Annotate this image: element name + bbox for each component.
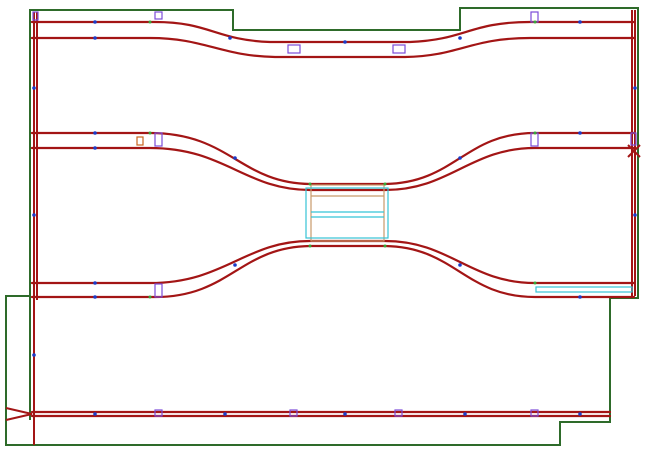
node bbox=[32, 86, 36, 90]
track-nodes bbox=[32, 20, 637, 416]
node bbox=[633, 213, 637, 217]
node bbox=[343, 412, 347, 416]
node bbox=[32, 213, 36, 217]
junction bbox=[383, 244, 387, 248]
turnout-marker-top-mid-1 bbox=[287, 44, 301, 54]
node bbox=[458, 263, 462, 267]
junction bbox=[308, 244, 312, 248]
bottom-marker-1 bbox=[154, 409, 163, 417]
junction bbox=[148, 20, 152, 24]
node bbox=[233, 263, 237, 267]
lower-track-upper bbox=[30, 239, 636, 285]
station-building bbox=[310, 184, 385, 242]
bottom-marker-3 bbox=[394, 409, 403, 417]
node bbox=[233, 156, 237, 160]
node bbox=[458, 36, 462, 40]
node bbox=[93, 281, 97, 285]
junction bbox=[383, 182, 387, 186]
lower-track-lower bbox=[30, 244, 636, 299]
node bbox=[93, 295, 97, 299]
middle-track-lower bbox=[30, 146, 636, 192]
turnout-marker-top-left bbox=[154, 11, 163, 20]
benchwork-boundary bbox=[5, 7, 639, 446]
node bbox=[32, 353, 36, 357]
node bbox=[458, 156, 462, 160]
node bbox=[228, 36, 232, 40]
junction-nodes bbox=[148, 20, 537, 299]
node bbox=[578, 131, 582, 135]
building-marker-small bbox=[136, 136, 144, 146]
bottom-marker-4 bbox=[530, 409, 539, 417]
node bbox=[223, 412, 227, 416]
turnout-marker-right-edge bbox=[630, 132, 637, 146]
junction bbox=[533, 281, 537, 285]
node bbox=[463, 412, 467, 416]
turnout-marker-mid-left bbox=[154, 132, 163, 147]
junction bbox=[533, 20, 537, 24]
node bbox=[93, 412, 97, 416]
junction bbox=[308, 182, 312, 186]
turnout-marker-tl-corner bbox=[32, 11, 39, 21]
node bbox=[343, 40, 347, 44]
junction bbox=[533, 131, 537, 135]
turnout-marker-low-left bbox=[154, 283, 163, 298]
junction bbox=[148, 131, 152, 135]
cross-marker bbox=[627, 144, 641, 158]
station-platform-outline bbox=[305, 187, 389, 239]
track-end-marker bbox=[5, 407, 33, 421]
node bbox=[578, 295, 582, 299]
turnout-marker-top-mid-2 bbox=[392, 44, 406, 54]
middle-track-upper bbox=[30, 131, 636, 186]
node bbox=[93, 20, 97, 24]
node bbox=[93, 36, 97, 40]
junction bbox=[148, 295, 152, 299]
node bbox=[578, 20, 582, 24]
node bbox=[578, 412, 582, 416]
node bbox=[93, 131, 97, 135]
node bbox=[633, 86, 637, 90]
top-track-upper bbox=[30, 20, 636, 44]
top-track-lower bbox=[30, 36, 636, 59]
turnout-marker-mid-right bbox=[530, 132, 539, 147]
side-platform bbox=[535, 286, 633, 293]
node bbox=[93, 146, 97, 150]
bottom-marker-2 bbox=[289, 409, 298, 417]
turnout-marker-top-right bbox=[530, 11, 539, 23]
